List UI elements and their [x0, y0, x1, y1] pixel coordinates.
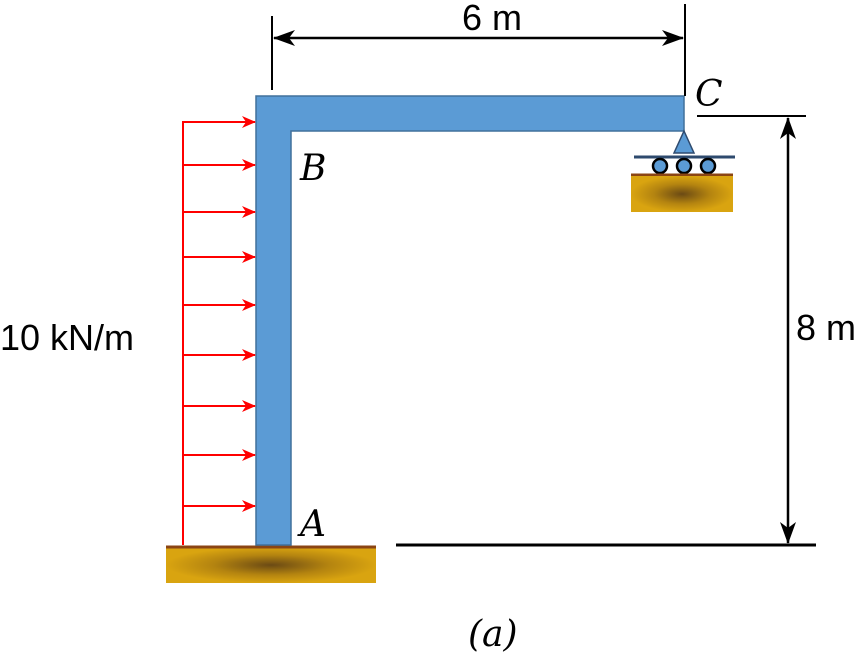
roller-support-c: [631, 129, 735, 212]
roller-wheel: [699, 157, 717, 175]
point-label-a: A: [297, 504, 326, 545]
distributed-load: [182, 116, 256, 545]
span-label: 6 m: [462, 0, 522, 38]
figure-caption: (a): [468, 614, 518, 655]
roller-pin-triangle: [672, 129, 696, 154]
roller-wheel: [675, 157, 693, 175]
ground-block-c: [631, 176, 733, 212]
height-label: 8 m: [796, 307, 856, 348]
point-label-b: B: [299, 148, 326, 189]
height-dimension: [697, 115, 806, 544]
fixed-support-a: [166, 545, 376, 583]
ground-block-a: [166, 547, 376, 583]
roller-wheel: [651, 157, 669, 175]
point-label-c: C: [695, 74, 723, 115]
span-dimension: [271, 4, 686, 96]
load-label: 10 kN/m: [0, 317, 134, 358]
